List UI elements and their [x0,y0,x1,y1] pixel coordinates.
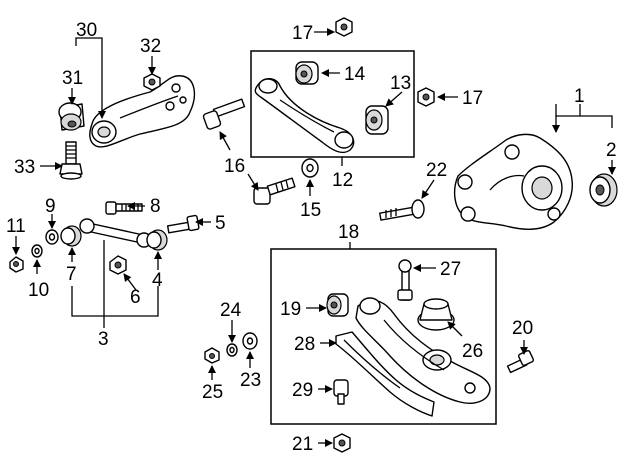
bolt-5-part [166,214,200,234]
callout-24: 24 [220,300,242,321]
nut-17-right-part [417,87,435,107]
lateral-link-part [60,218,168,251]
washer-24-part [226,343,238,357]
nut-25-part [204,347,220,364]
bushing-31-part [58,102,85,131]
washer-10-part [31,244,43,258]
callout-27: 27 [440,259,461,280]
bolt-20-part [506,349,535,374]
callout-19: 19 [280,299,301,320]
callout-20: 20 [512,318,533,339]
hub-bearing-part [589,173,618,207]
bolt-upper-arm-part [202,98,246,130]
lower-arm-assembly-frame [270,248,497,425]
callout-10: 10 [28,280,49,301]
bolt-33-part [59,141,83,180]
callout-14: 14 [344,64,366,85]
callout-18: 18 [338,222,359,243]
callout-22: 22 [426,160,447,181]
bolt-8-part [105,201,143,215]
callout-4: 4 [152,270,163,291]
callout-5: 5 [215,213,226,234]
lower-control-arm-part [355,297,491,404]
nut-6-part [109,255,127,275]
callout-8: 8 [150,196,161,217]
callout-12: 12 [332,170,353,191]
lower-bracket-part [335,331,435,417]
callout-15: 15 [300,200,321,221]
washer-9-part [45,229,59,245]
callout-13: 13 [390,73,411,94]
callout-28: 28 [294,334,315,355]
callout-17-right: 17 [462,88,483,109]
bolt-29-part [333,379,349,405]
washer-15-part [301,158,319,178]
stabilizer-link-part [397,259,413,301]
bolt-22-part [379,199,425,221]
bolt-16-part [253,177,296,205]
callout-2: 2 [606,140,617,161]
callout-33: 33 [14,157,35,178]
knuckle-part [453,133,573,230]
leader-lines [12,28,616,447]
nut-11-part [9,256,24,273]
callout-6: 6 [130,287,141,308]
nut-32-part [143,73,161,91]
callout-7: 7 [66,264,77,285]
callout-21: 21 [292,434,313,455]
callout-23: 23 [240,370,261,391]
callout-1: 1 [574,86,585,107]
callout-26: 26 [462,341,483,362]
spring-seat-part [417,298,455,331]
washer-23-part [242,332,258,350]
callout-11: 11 [6,216,26,237]
callout-30: 30 [76,20,97,41]
upper-control-arm-part [254,78,355,154]
callout-29: 29 [292,380,313,401]
callout-32: 32 [140,36,161,57]
trailing-arm-part [89,75,196,148]
callout-31: 31 [62,68,83,89]
callout-25: 25 [202,382,223,403]
bushing-13-part [365,105,389,135]
bushing-19-part [326,293,349,317]
callout-9: 9 [45,196,56,217]
upper-arm-assembly-frame [250,50,415,158]
callout-3: 3 [98,329,109,350]
callout-numbers: 30 31 32 33 17 14 13 17 12 16 15 1 2 22 … [6,20,617,455]
nut-17-top-part [335,17,353,37]
callout-17-top: 17 [292,23,313,44]
bushing-14-part [295,61,319,85]
callout-16: 16 [224,156,245,177]
nut-21-part [333,433,351,453]
